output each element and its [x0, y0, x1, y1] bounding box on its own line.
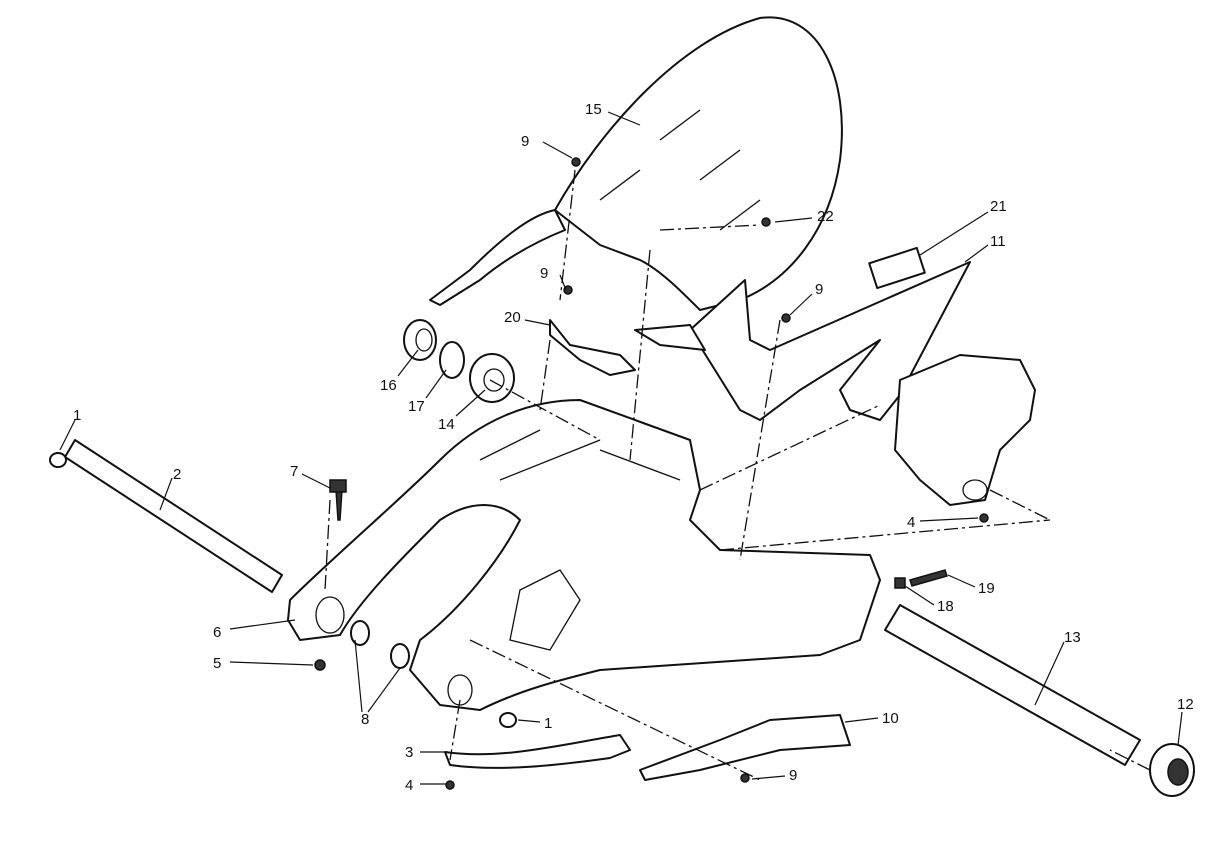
callout-1: 1: [544, 715, 552, 732]
rear-axle: [884, 604, 1141, 766]
washer: [390, 643, 410, 669]
callout-22: 22: [817, 208, 834, 225]
washer: [350, 620, 370, 646]
callout-21: 21: [990, 198, 1007, 215]
bushing: [499, 712, 517, 728]
seal-ring: [439, 341, 465, 379]
callout-9: 9: [815, 281, 823, 298]
bracket: [549, 319, 636, 376]
callout-1: 1: [73, 407, 81, 424]
fender-flap: [429, 209, 566, 306]
sticker: [868, 246, 926, 290]
bracket-plate: [634, 324, 706, 351]
bolt: [335, 489, 343, 521]
swingarm: [287, 399, 881, 711]
caliper-bracket: [894, 354, 1036, 506]
callout-4: 4: [907, 514, 915, 531]
callout-7: 7: [290, 463, 298, 480]
eccentric-hub: [469, 353, 515, 403]
callout-10: 10: [882, 710, 899, 727]
rear-fender: [554, 16, 843, 311]
callout-12: 12: [1177, 696, 1194, 713]
lower-guard: [639, 714, 851, 781]
link-arm: [444, 734, 631, 769]
pivot-cap: [49, 452, 67, 468]
callout-4: 4: [405, 777, 413, 794]
callout-9: 9: [789, 767, 797, 784]
callout-14: 14: [438, 416, 455, 433]
callout-17: 17: [408, 398, 425, 415]
callout-9: 9: [521, 133, 529, 150]
callout-13: 13: [1064, 629, 1081, 646]
callout-8: 8: [361, 711, 369, 728]
callout-15: 15: [585, 101, 602, 118]
callout-20: 20: [504, 309, 521, 326]
callout-16: 16: [380, 377, 397, 394]
callout-18: 18: [937, 598, 954, 615]
callout-6: 6: [213, 624, 221, 641]
callout-11: 11: [990, 233, 1006, 250]
callout-5: 5: [213, 655, 221, 672]
callout-3: 3: [405, 744, 413, 761]
pivot-shaft: [64, 439, 283, 593]
callout-2: 2: [173, 466, 181, 483]
callout-19: 19: [978, 580, 995, 597]
callout-9: 9: [540, 265, 548, 282]
bearing: [403, 319, 437, 361]
